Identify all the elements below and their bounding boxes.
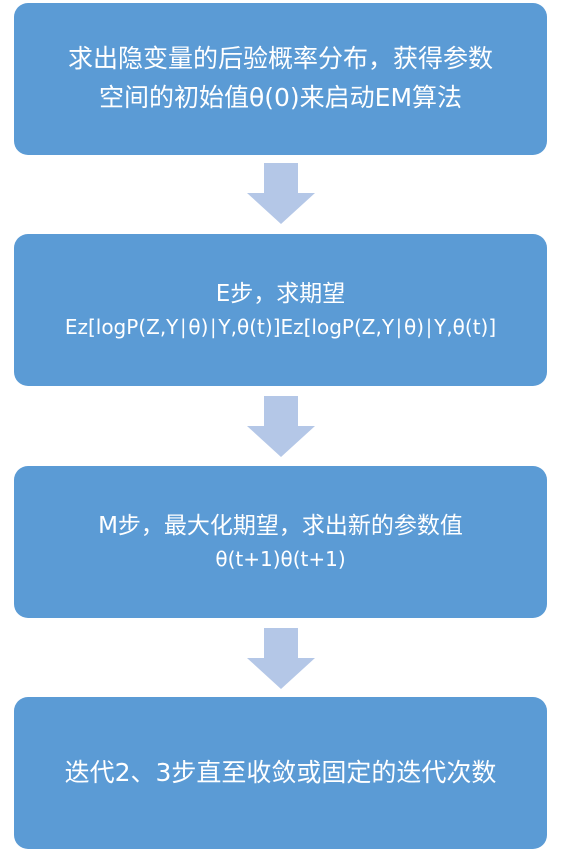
step-1-line-2: 空间的初始值θ(0)来启动EM算法: [98, 83, 463, 112]
down-arrow-icon: [247, 163, 315, 224]
step-1-line-1: 求出隐变量的后验概率分布，获得参数: [67, 44, 493, 74]
step-2-line-2: Ez[logP(Z,Y∣θ)∣Y,θ(t)]Ez[logP(Z,Y∣θ)∣Y,θ…: [64, 315, 497, 340]
step-4-line-1: 迭代2、3步直至收敛或固定的迭代次数: [64, 757, 497, 787]
down-arrow-icon: [247, 396, 315, 457]
step-box-3: M步，最大化期望，求出新的参数值 θ(t+1)θ(t+1): [14, 466, 547, 618]
step-box-1: 求出隐变量的后验概率分布，获得参数 空间的初始值θ(0)来启动EM算法: [14, 3, 547, 155]
step-3-line-2: θ(t+1)θ(t+1): [215, 547, 346, 572]
step-3-line-1: M步，最大化期望，求出新的参数值: [98, 512, 463, 539]
step-2-line-1: E步，求期望: [215, 280, 346, 307]
down-arrow-icon: [247, 628, 315, 689]
step-box-2: E步，求期望 Ez[logP(Z,Y∣θ)∣Y,θ(t)]Ez[logP(Z,Y…: [14, 234, 547, 386]
step-box-4: 迭代2、3步直至收敛或固定的迭代次数: [14, 697, 547, 849]
